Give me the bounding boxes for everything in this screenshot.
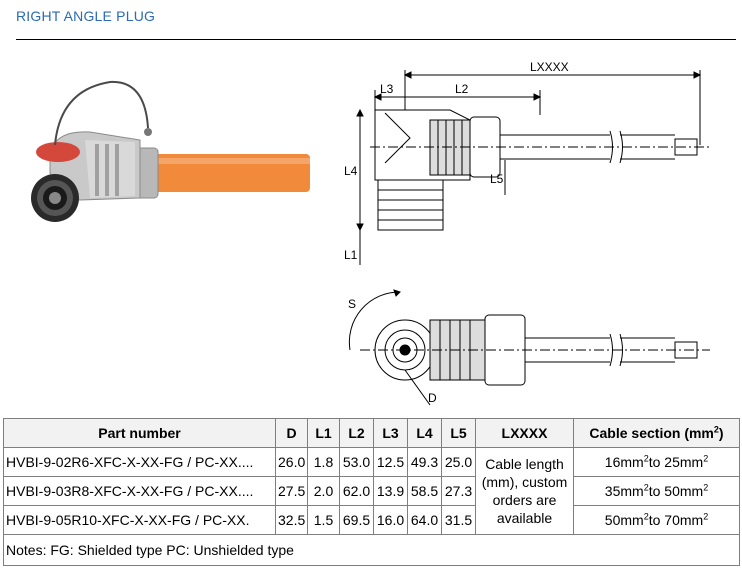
dim-l2: L2 <box>455 82 469 96</box>
cell-l4: 58.5 <box>407 476 442 506</box>
notes-text: Notes: FG: Shielded type PC: Unshielded … <box>3 534 740 566</box>
header-d: D <box>275 418 308 448</box>
header-cable-section: Cable section (mm2) <box>573 418 740 448</box>
header-part-number: Part number <box>3 418 276 448</box>
spec-table: Part number D L1 L2 L3 L4 L5 LXXXX Cable… <box>3 418 740 566</box>
page-title: RIGHT ANGLE PLUG <box>16 8 156 24</box>
table-row: HVBI-9-02R6-XFC-X-XX-FG / PC-XX.... 26.0… <box>3 447 740 535</box>
dim-l3: L3 <box>380 82 394 96</box>
dim-l5: L5 <box>490 172 504 186</box>
cell-l1: 1.8 <box>307 447 340 477</box>
cell-l1: 2.0 <box>307 476 340 506</box>
dim-lxxxx: LXXXX <box>530 60 569 74</box>
cell-l3: 16.0 <box>373 505 408 535</box>
cell-l5: 27.3 <box>441 476 476 506</box>
cell-l5: 31.5 <box>441 505 476 535</box>
cell-l4: 64.0 <box>407 505 442 535</box>
table-header-row: Part number D L1 L2 L3 L4 L5 LXXXX Cable… <box>3 418 740 448</box>
cell-part-number: HVBI-9-03R8-XFC-X-XX-FG / PC-XX.... <box>3 476 276 506</box>
dim-l4: L4 <box>344 164 358 178</box>
cell-cable-section: 16mm2to 25mm2 <box>573 447 740 477</box>
product-photo <box>31 80 310 222</box>
header-l1: L1 <box>307 418 340 448</box>
end-view-drawing: S D <box>348 289 710 406</box>
cell-l2: 69.5 <box>339 505 374 535</box>
header-l3: L3 <box>373 418 408 448</box>
header-lxxxx: LXXXX <box>475 418 574 448</box>
dim-s: S <box>348 297 356 311</box>
title-divider <box>16 39 736 40</box>
cell-l1: 1.5 <box>307 505 340 535</box>
table-notes-row: Notes: FG: Shielded type PC: Unshielded … <box>3 534 740 566</box>
cell-d: 27.5 <box>275 476 308 506</box>
cell-l3: 13.9 <box>373 476 408 506</box>
cell-lxxxx-note: Cable length (mm), custom orders are ava… <box>475 447 574 535</box>
table-row: HVBI-9-05R10-XFC-X-XX-FG / PC-XX. 32.5 1… <box>3 505 740 535</box>
header-l5: L5 <box>441 418 476 448</box>
side-view-drawing: LXXXX L2 L3 L4 L5 L1 <box>344 60 710 265</box>
cell-cable-section: 35mm2to 50mm2 <box>573 476 740 506</box>
cell-l2: 62.0 <box>339 476 374 506</box>
cell-l5: 25.0 <box>441 447 476 477</box>
cell-cable-section: 50mm2to 70mm2 <box>573 505 740 535</box>
cell-l4: 49.3 <box>407 447 442 477</box>
cell-part-number: HVBI-9-05R10-XFC-X-XX-FG / PC-XX. <box>3 505 276 535</box>
table-row: HVBI-9-03R8-XFC-X-XX-FG / PC-XX.... 27.5… <box>3 476 740 506</box>
cell-d: 26.0 <box>275 447 308 477</box>
header-l4: L4 <box>407 418 442 448</box>
header-l2: L2 <box>339 418 374 448</box>
cell-part-number: HVBI-9-02R6-XFC-X-XX-FG / PC-XX.... <box>3 447 276 477</box>
dim-d: D <box>428 391 437 405</box>
cell-l2: 53.0 <box>339 447 374 477</box>
cell-d: 32.5 <box>275 505 308 535</box>
dim-l1: L1 <box>344 248 358 262</box>
cell-l3: 12.5 <box>373 447 408 477</box>
